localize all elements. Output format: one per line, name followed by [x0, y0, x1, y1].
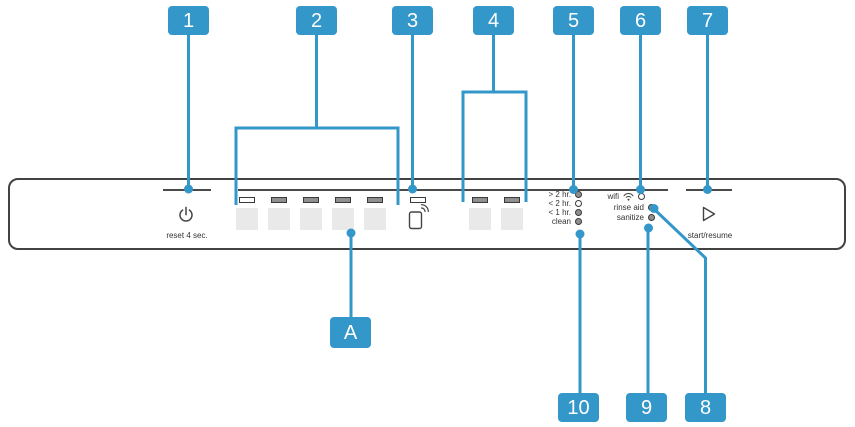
- panel-divider-line: [238, 189, 668, 191]
- callout-3: 3: [392, 6, 433, 35]
- option-led-5: [367, 197, 383, 203]
- callout-1: 1: [168, 6, 209, 35]
- option-button-3[interactable]: [300, 208, 322, 230]
- indicator-label: > 2 hr.: [548, 190, 571, 199]
- lt2hr-light: [575, 200, 582, 207]
- power-button[interactable]: [177, 205, 195, 223]
- wifi-icon: [623, 193, 634, 201]
- indicator-label: rinse aid: [613, 203, 644, 212]
- option-button-2[interactable]: [268, 208, 290, 230]
- cycle-button-2[interactable]: [501, 208, 523, 230]
- remote-led: [410, 197, 426, 203]
- smartphone-signal-icon: [408, 204, 429, 230]
- indicator-row-lt2hr: < 2 hr.: [520, 199, 582, 208]
- indicator-row-gt2hr: > 2 hr.: [520, 190, 582, 199]
- indicator-label: sanitize: [616, 213, 644, 222]
- callout-9: 9: [626, 393, 667, 422]
- callout-4: 4: [473, 6, 514, 35]
- option-button-1[interactable]: [236, 208, 258, 230]
- indicator-row-rinse-aid: rinse aid: [560, 203, 655, 212]
- indicator-label: < 1 hr.: [548, 208, 571, 217]
- callout-6: 6: [620, 6, 661, 35]
- option-led-3: [303, 197, 319, 203]
- indicator-row-clean: clean: [520, 217, 582, 226]
- start-resume-label: start/resume: [687, 231, 733, 240]
- clean-light: [575, 218, 582, 225]
- cycle-led-2: [504, 197, 520, 203]
- indicator-label: wifi: [607, 192, 619, 201]
- power-touch-line: [163, 189, 211, 191]
- indicator-label: clean: [551, 217, 571, 226]
- lt1hr-light: [575, 209, 582, 216]
- indicator-row-lt1hr: < 1 hr.: [520, 208, 582, 217]
- start-touch-line: [686, 189, 732, 191]
- wifi-light: [638, 193, 645, 200]
- play-icon: [702, 206, 716, 222]
- reset-label: reset 4 sec.: [166, 231, 208, 240]
- remote-enable-button[interactable]: [408, 204, 430, 230]
- indicator-row-wifi: wifi: [560, 192, 645, 201]
- start-resume-button[interactable]: [701, 206, 717, 222]
- rinse-aid-light: [648, 204, 655, 211]
- cycle-button-1[interactable]: [469, 208, 491, 230]
- indicator-label: < 2 hr.: [548, 199, 571, 208]
- callout-7: 7: [687, 6, 728, 35]
- cycle-led-1: [472, 197, 488, 203]
- option-led-1: [239, 197, 255, 203]
- sanitize-light: [648, 214, 655, 221]
- option-led-2: [271, 197, 287, 203]
- callout-10: 10: [558, 393, 599, 422]
- option-led-4: [335, 197, 351, 203]
- leader-bracket-4: [461, 35, 528, 202]
- indicator-row-sanitize: sanitize: [560, 213, 655, 222]
- callout-8: 8: [685, 393, 726, 422]
- power-icon: [179, 206, 193, 222]
- option-button-4[interactable]: [332, 208, 354, 230]
- gt2hr-light: [575, 191, 582, 198]
- option-button-5[interactable]: [364, 208, 386, 230]
- callout-5: 5: [553, 6, 594, 35]
- callout-A: A: [330, 317, 371, 348]
- callout-2: 2: [296, 6, 337, 35]
